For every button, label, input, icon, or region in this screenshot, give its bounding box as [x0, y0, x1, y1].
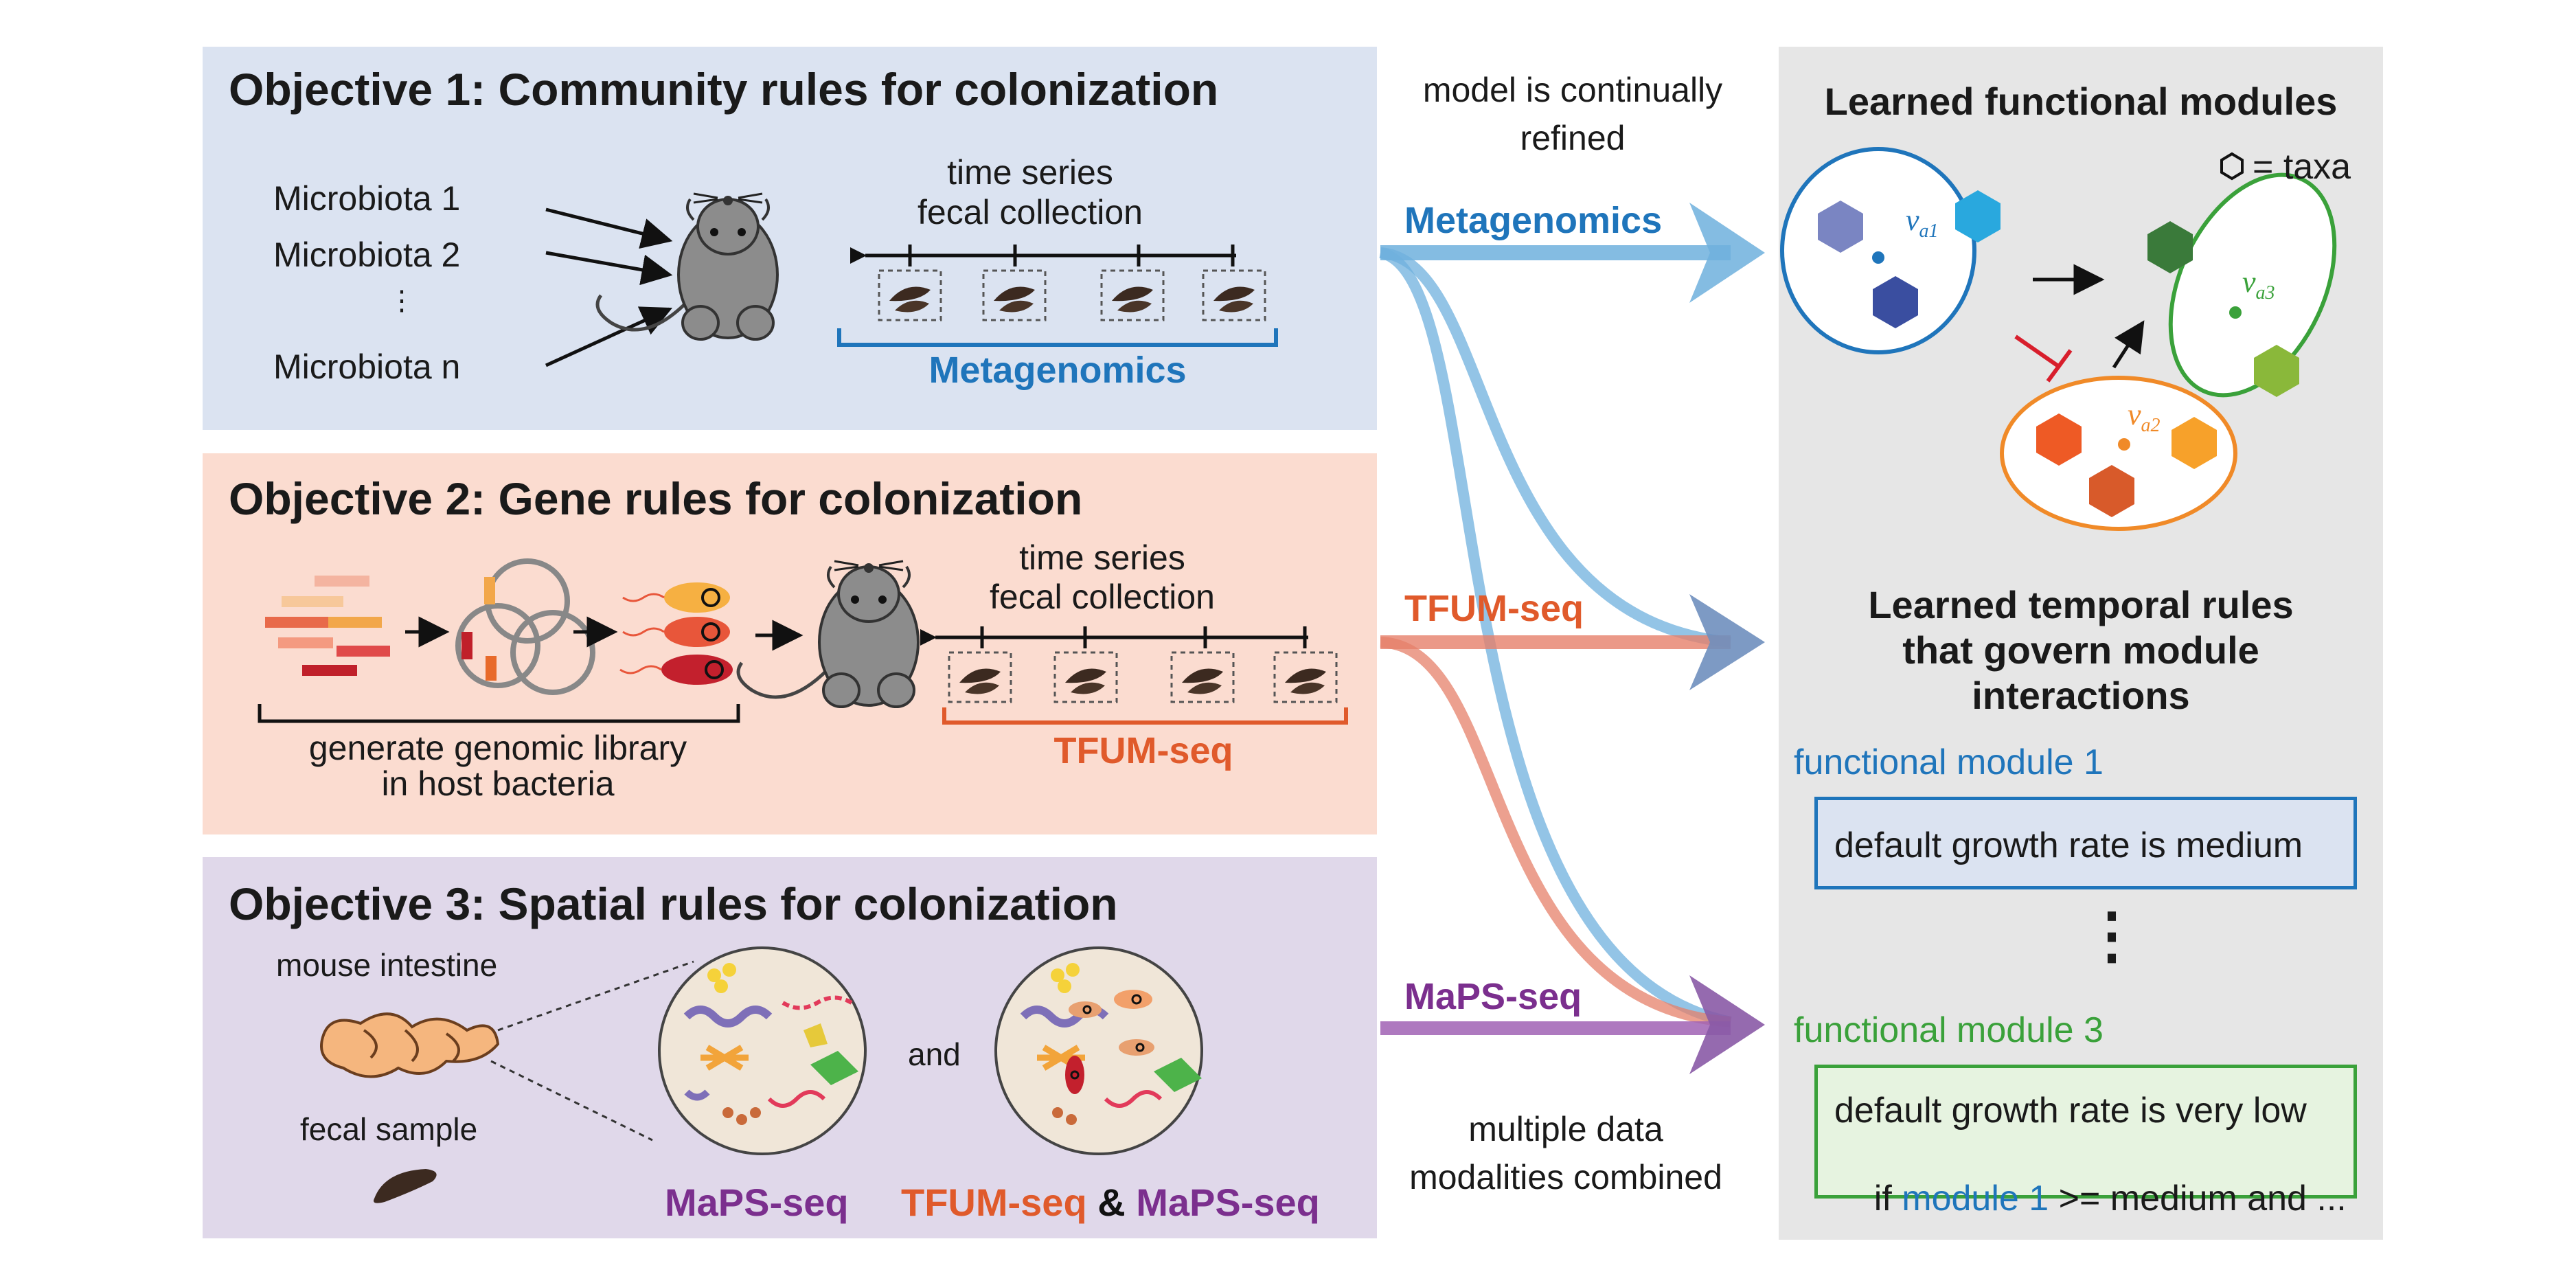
module3-rule-box: default growth rate is very low if modul…: [1814, 1065, 2357, 1218]
va3-sub: a3: [2255, 282, 2275, 304]
microbiota-1-label: Microbiota 1: [273, 179, 461, 218]
module3-rule-module1: module 1: [1902, 1179, 2049, 1218]
tfum-maps-label: TFUM-seq & MaPS-seq: [901, 1180, 1320, 1225]
arrow-label-tfum: TFUM-seq: [1404, 588, 1584, 629]
flow-arrows: [1378, 245, 1732, 1035]
va3-main: v: [2242, 265, 2256, 299]
objective2-title: Objective 2: Gene rules for colonization: [229, 473, 1083, 524]
rules-title-line1: Learned temporal rules: [1868, 583, 2294, 626]
module-2-ellipse: [2000, 376, 2237, 531]
pellet: [994, 286, 1035, 313]
library-bracket: [258, 704, 740, 723]
library-label-line2: in host bacteria: [381, 764, 615, 803]
intestine-label: mouse intestine: [276, 947, 498, 983]
genomic-fragments: [265, 576, 390, 676]
metagenomics-bracket: [837, 328, 1278, 347]
pellet: [1285, 668, 1326, 694]
microbiota-2-label: Microbiota 2: [273, 236, 461, 274]
module1-label: functional module 1: [1794, 742, 2104, 782]
rules-title-line2: that govern module: [1902, 628, 2259, 672]
fecal-sample-label: fecal sample: [300, 1111, 478, 1147]
timeseries-label-2b: fecal collection: [990, 578, 1215, 616]
va2-main: v: [2128, 398, 2141, 431]
zoom-lines: [490, 960, 694, 1142]
module3-rule-line2: if module 1 >= medium and ...: [1834, 1137, 2347, 1260]
library-label-line1: generate genomic library: [308, 729, 687, 767]
pellet: [1213, 286, 1255, 313]
va1-main: v: [1906, 203, 1919, 237]
arrowhead-maps: [1689, 975, 1765, 1074]
modules-title: Learned functional modules: [1824, 80, 2338, 123]
tfum-label-2: TFUM-seq: [1053, 730, 1233, 771]
arrowhead-tfum: [1689, 594, 1765, 690]
taxa-legend-label: = taxa: [2253, 147, 2351, 187]
arrow-label-metagenomics: Metagenomics: [1404, 200, 1663, 241]
maps-seq-text: MaPS-seq: [1136, 1181, 1320, 1224]
arrow-module2-module3: [2112, 320, 2145, 369]
metagenomics-label-1: Metagenomics: [928, 350, 1187, 391]
pellet: [959, 668, 1001, 694]
and-label: and: [908, 1036, 961, 1072]
module3-rule-if: if: [1873, 1179, 1902, 1218]
objective1-panel: [203, 47, 1377, 430]
plasmid-icon: [455, 558, 595, 695]
rules-title-line3: interactions: [1972, 674, 2190, 717]
va1-sub: a1: [1919, 220, 1939, 242]
va2-label: va2: [2128, 397, 2161, 437]
model-refined-line2: refined: [1520, 119, 1626, 157]
arrow-label-maps: MaPS-seq: [1404, 976, 1582, 1017]
tfum-bracket: [942, 707, 1348, 725]
module3-rule-rest: >= medium and ...: [2049, 1179, 2347, 1218]
pellet: [889, 286, 931, 313]
va2-sub: a2: [2141, 414, 2161, 436]
tfum-seq-text: TFUM-seq: [901, 1181, 1087, 1224]
maps-seq-label-left: MaPS-seq: [665, 1181, 849, 1224]
va1-label: va1: [1906, 203, 1939, 242]
va3-label: va3: [2242, 264, 2275, 304]
mouse-intestine-icon: [320, 1012, 500, 1078]
fecal-sample-icon: [374, 1169, 437, 1203]
module1-rule-box: default growth rate is medium: [1814, 797, 2357, 889]
module3-rule-line1: default growth rate is very low: [1834, 1091, 2307, 1131]
timeseries-label-1a: time series: [947, 153, 1113, 192]
maps-seq-circle: [658, 946, 867, 1155]
ampersand-text: &: [1097, 1181, 1126, 1224]
pellet: [1112, 286, 1153, 313]
module1-rule-text: default growth rate is medium: [1834, 826, 2303, 865]
microbiota-ellipsis: ⋮: [388, 286, 415, 316]
modalities-line1: multiple data: [1468, 1110, 1663, 1148]
microbiota-n-label: Microbiota n: [273, 348, 461, 386]
inhibition-module1-module2: [2014, 334, 2073, 383]
timeline-1: [850, 245, 1236, 266]
module3-label: functional module 3: [1794, 1010, 2104, 1050]
arrowhead-metagenomics: [1689, 203, 1765, 303]
module-3-ellipse: [2147, 172, 2337, 398]
fecal-pellets-2: [948, 651, 1338, 703]
timeseries-label-1b: fecal collection: [917, 193, 1143, 231]
timeseries-label-2a: time series: [1019, 538, 1185, 577]
fecal-pellets-1: [878, 269, 1266, 321]
pellet: [1182, 668, 1223, 694]
bacteria-icons: [619, 582, 733, 685]
module-ellipsis: ⋮: [2081, 902, 2143, 970]
model-refined-line1: model is continually: [1422, 71, 1723, 109]
modalities-line2: modalities combined: [1409, 1158, 1722, 1196]
objective1-title: Objective 1: Community rules for coloniz…: [229, 64, 1219, 115]
tfum-maps-circle: [994, 946, 1203, 1155]
taxa-legend-hexagon: [2220, 152, 2244, 181]
microbiota-arrows: [545, 207, 673, 367]
module-1-ellipse: [1780, 147, 2001, 354]
objective3-title: Objective 3: Spatial rules for colonizat…: [229, 878, 1118, 929]
pellet: [1065, 668, 1106, 694]
timeline-2: [920, 626, 1308, 648]
